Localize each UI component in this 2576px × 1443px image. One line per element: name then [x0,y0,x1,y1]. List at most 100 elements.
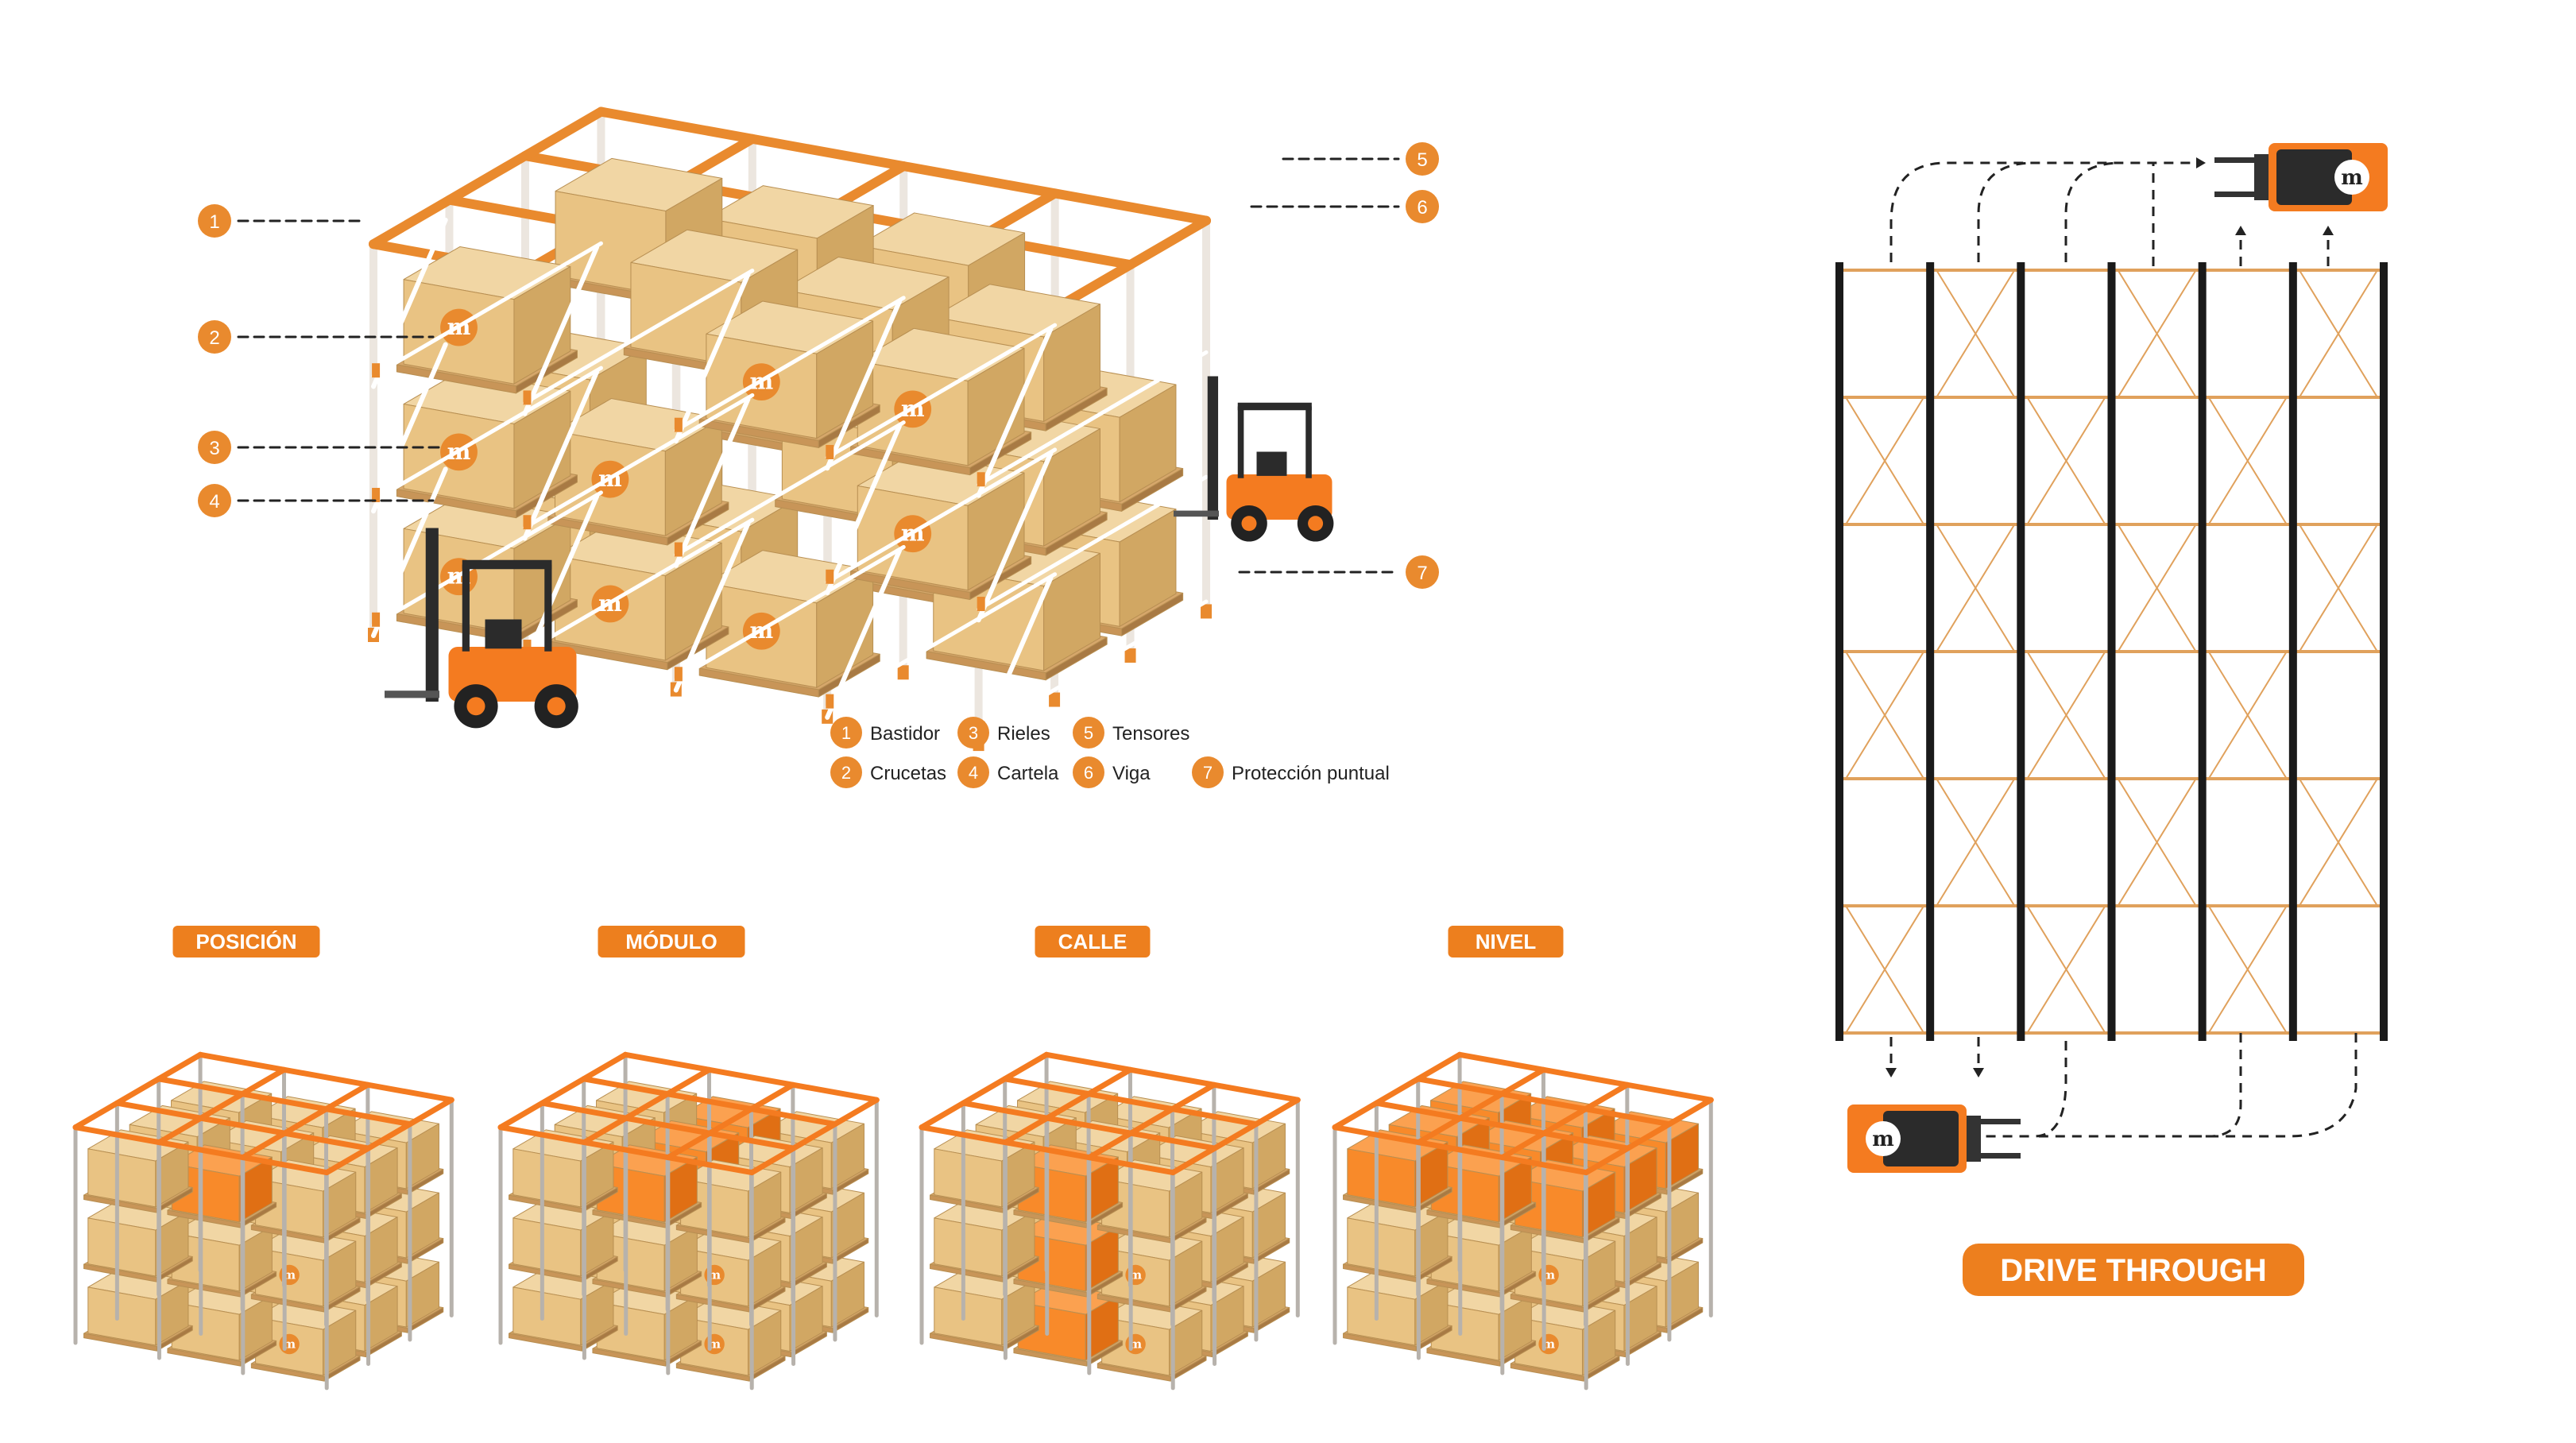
cross-brace [976,575,1054,748]
tie-beam [919,1051,1050,1131]
plan-cross-brace [1845,651,1925,780]
pallet-box-side [513,390,571,509]
legend-label: Cartela [997,763,1059,784]
callout-badge [198,431,231,464]
pallet-box-side [1043,552,1100,671]
top-beam [622,1051,880,1103]
legend-badge [957,756,989,788]
rail [371,366,603,503]
pallet-box-side [748,1310,782,1376]
pallet-side [969,556,1032,600]
module-tag [172,926,320,957]
tie-beam [240,1081,371,1161]
cross-brace [522,369,600,541]
pallet-box-side [323,1171,357,1238]
pallet-side [1045,636,1108,681]
top-beam [156,1076,413,1128]
arrow-icon [1886,1068,1897,1077]
callout-badge [1406,555,1439,589]
pallet-side [791,1331,827,1358]
plan-upright [2288,262,2297,1041]
pallet-side [1170,1356,1207,1382]
pallet-side [323,1356,361,1382]
plan-cross-brace [2207,651,2288,780]
pallet-box-side [1665,1261,1699,1328]
arrow-icon [2323,226,2334,235]
top-beam [960,1100,1218,1151]
pallet-box-side [364,1217,398,1282]
cross-brace [371,466,448,638]
pallet-side [748,1356,786,1382]
tie-beam [1002,1066,1133,1146]
pallet-box-side [830,1192,864,1259]
pallet-side [1253,1307,1290,1333]
top-beam [114,1100,372,1151]
highlight-box-side [1665,1123,1699,1190]
legend-label: Tensores [1112,723,1189,745]
bracket [674,417,683,432]
legend-number: 1 [841,723,851,743]
callout-number: 7 [1417,563,1427,584]
top-beam [1415,1076,1673,1128]
forklift-cage [544,564,552,652]
pallet-side [832,1307,869,1333]
legend-number: 4 [969,763,978,783]
legend-badge [1192,756,1224,788]
pallet-box-side [580,1141,614,1208]
forklift-top-mast [1967,1116,1981,1162]
pallet-box-side [405,1192,439,1259]
drive-path [1977,161,2035,262]
plan-view: mm [1835,143,2388,1173]
tie-beam [1415,1066,1546,1146]
top-beam [497,1124,755,1176]
legend-number: 6 [1084,763,1093,783]
highlight-box-side [1623,1147,1657,1213]
pallet-box-side [1251,1261,1286,1328]
pallet-side [407,1169,444,1195]
legend-badge [1073,756,1104,788]
cross-brace [825,548,902,720]
forklift-hub [1308,516,1324,532]
tie-beam [1583,1097,1714,1176]
rail [825,323,1058,460]
forklift-icon [385,528,578,729]
plan-cross-brace [2117,778,2197,907]
forklift-hub [1241,516,1257,532]
forklift-hub [547,697,566,716]
plan-upright [1926,262,1935,1041]
cross-brace [673,520,751,693]
pallet-box-side [323,1310,357,1376]
forklift-fork [385,691,439,698]
pallet-box-side [1043,428,1100,547]
tie-beam [1499,1081,1630,1161]
module-label: CALLE [1058,930,1127,954]
plan-cross-brace [2117,269,2197,398]
pallet-box-side [789,1286,823,1352]
plan-upright [2198,262,2207,1041]
pallet-side [515,350,578,394]
forklift-top-mast [2254,154,2269,200]
rail [371,241,603,378]
top-beam [539,1100,797,1151]
callout-number: 4 [209,491,219,513]
cross-brace [371,342,448,514]
pallet-side [1086,1340,1124,1367]
plan-upright [2107,262,2116,1041]
pallet-box-side [1210,1217,1244,1282]
top-beam [197,1051,454,1103]
forklift-fork [1174,510,1219,517]
rail [977,474,1209,612]
plan-upright [1835,262,1843,1041]
legend-number: 2 [841,763,851,783]
pallet-side [407,1238,444,1264]
pallet-box-side [1169,1171,1203,1238]
arrow-icon [2235,226,2246,235]
module-tag [1448,926,1564,957]
drive-path [1955,1041,2067,1138]
tie-beam [1086,1081,1217,1161]
pallet-box-side [1623,1217,1657,1282]
plan-cross-brace [1845,397,1925,525]
